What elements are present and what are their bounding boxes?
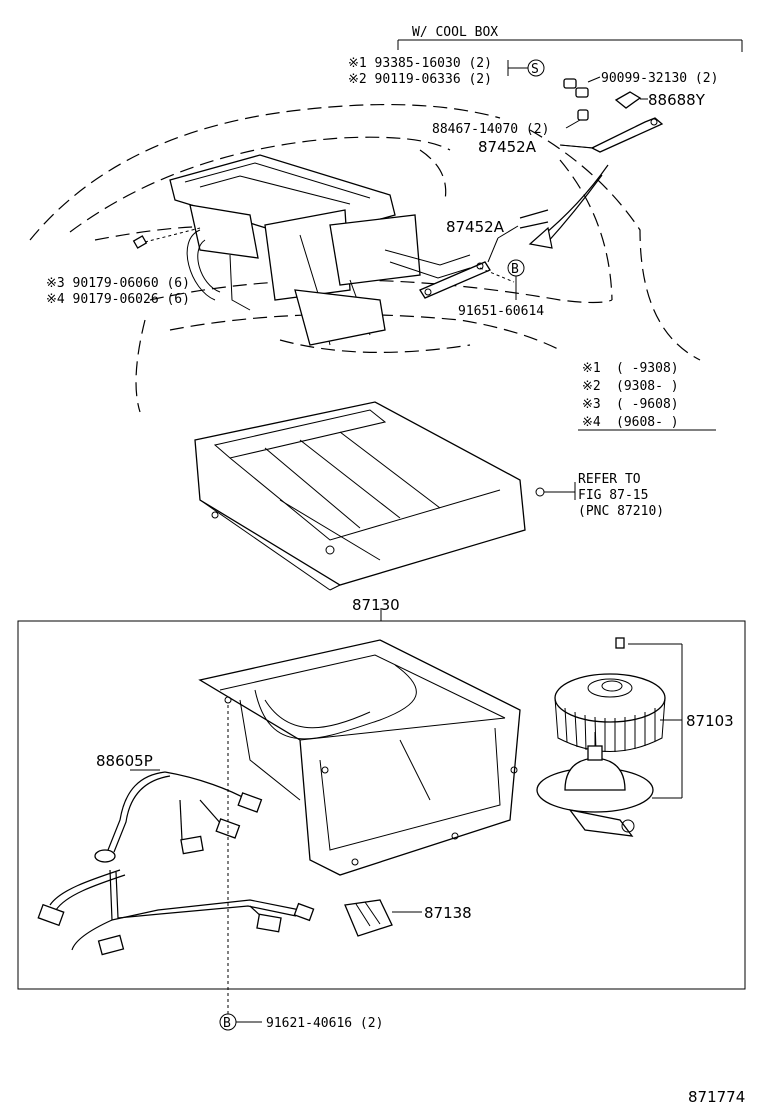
label-91651: 91651-60614 xyxy=(458,304,544,319)
bracket-87452a-mid xyxy=(419,225,519,299)
heater-case-tray xyxy=(194,401,576,591)
blower-case xyxy=(198,639,521,876)
dashboard-outline xyxy=(29,103,701,413)
label-87103: 87103 xyxy=(686,712,734,730)
circle-s-text: S xyxy=(531,62,539,77)
part-88688y xyxy=(614,91,648,109)
screw-90099 xyxy=(563,76,601,98)
relay-87138 xyxy=(344,899,422,937)
duct-assembly xyxy=(169,154,471,346)
legend-table: ※1 ( -9308) ※2 (9308- ) ※3 ( -9608) ※4 (… xyxy=(582,361,679,430)
note-3: ※3 90179-06060 (6) xyxy=(46,276,190,291)
refer-line-2: FIG 87-15 xyxy=(578,488,648,503)
label-87452a-top: 87452A xyxy=(478,138,537,156)
refer-line-3: (PNC 87210) xyxy=(578,504,664,519)
note-1: ※1 93385-16030 (2) xyxy=(348,56,492,71)
circle-b-top-text: B xyxy=(511,262,519,277)
circle-s-symbol xyxy=(507,59,545,77)
legend-mark-4: ※4 xyxy=(582,415,601,430)
clip-bolts xyxy=(132,227,201,249)
cool-box-bracket xyxy=(397,39,743,52)
label-87138: 87138 xyxy=(424,904,472,922)
leader-87103 xyxy=(628,643,683,799)
leader-lines xyxy=(130,98,646,771)
circle-b-top-symbol xyxy=(507,259,525,296)
clip-88467 xyxy=(565,109,589,129)
legend-range-2: (9308- ) xyxy=(616,379,679,394)
legend-range-1: ( -9308) xyxy=(616,361,679,376)
legend-range-3: ( -9608) xyxy=(616,397,679,412)
circle-b-bottom-text: B xyxy=(223,1016,231,1031)
label-88605p: 88605P xyxy=(96,752,153,770)
blower-fan xyxy=(554,637,666,753)
legend-range-4: (9608- ) xyxy=(616,415,679,430)
legend-mark-1: ※1 xyxy=(582,361,601,376)
label-87452a-mid: 87452A xyxy=(446,218,505,236)
note-4: ※4 90179-06026 (6) xyxy=(46,292,190,307)
wire-harness xyxy=(37,771,315,956)
note-2: ※2 90119-06336 (2) xyxy=(348,72,492,87)
cool-box-label: W/ COOL BOX xyxy=(412,25,498,40)
label-91621: 91621-40616 (2) xyxy=(266,1016,383,1031)
lower-frame-box xyxy=(17,608,746,990)
label-88688y: 88688Y xyxy=(648,91,706,109)
figure-number: 871774 xyxy=(688,1088,745,1106)
label-87130: 87130 xyxy=(352,596,400,614)
blower-motor xyxy=(536,732,654,837)
legend-mark-2: ※2 xyxy=(582,379,601,394)
circle-b-bottom-symbol xyxy=(219,1013,262,1031)
refer-line-1: REFER TO xyxy=(578,472,641,487)
direction-arrow xyxy=(528,164,609,249)
legend-mark-3: ※3 xyxy=(582,397,601,412)
label-88467: 88467-14070 (2) xyxy=(432,122,549,137)
label-90099: 90099-32130 (2) xyxy=(601,71,718,86)
